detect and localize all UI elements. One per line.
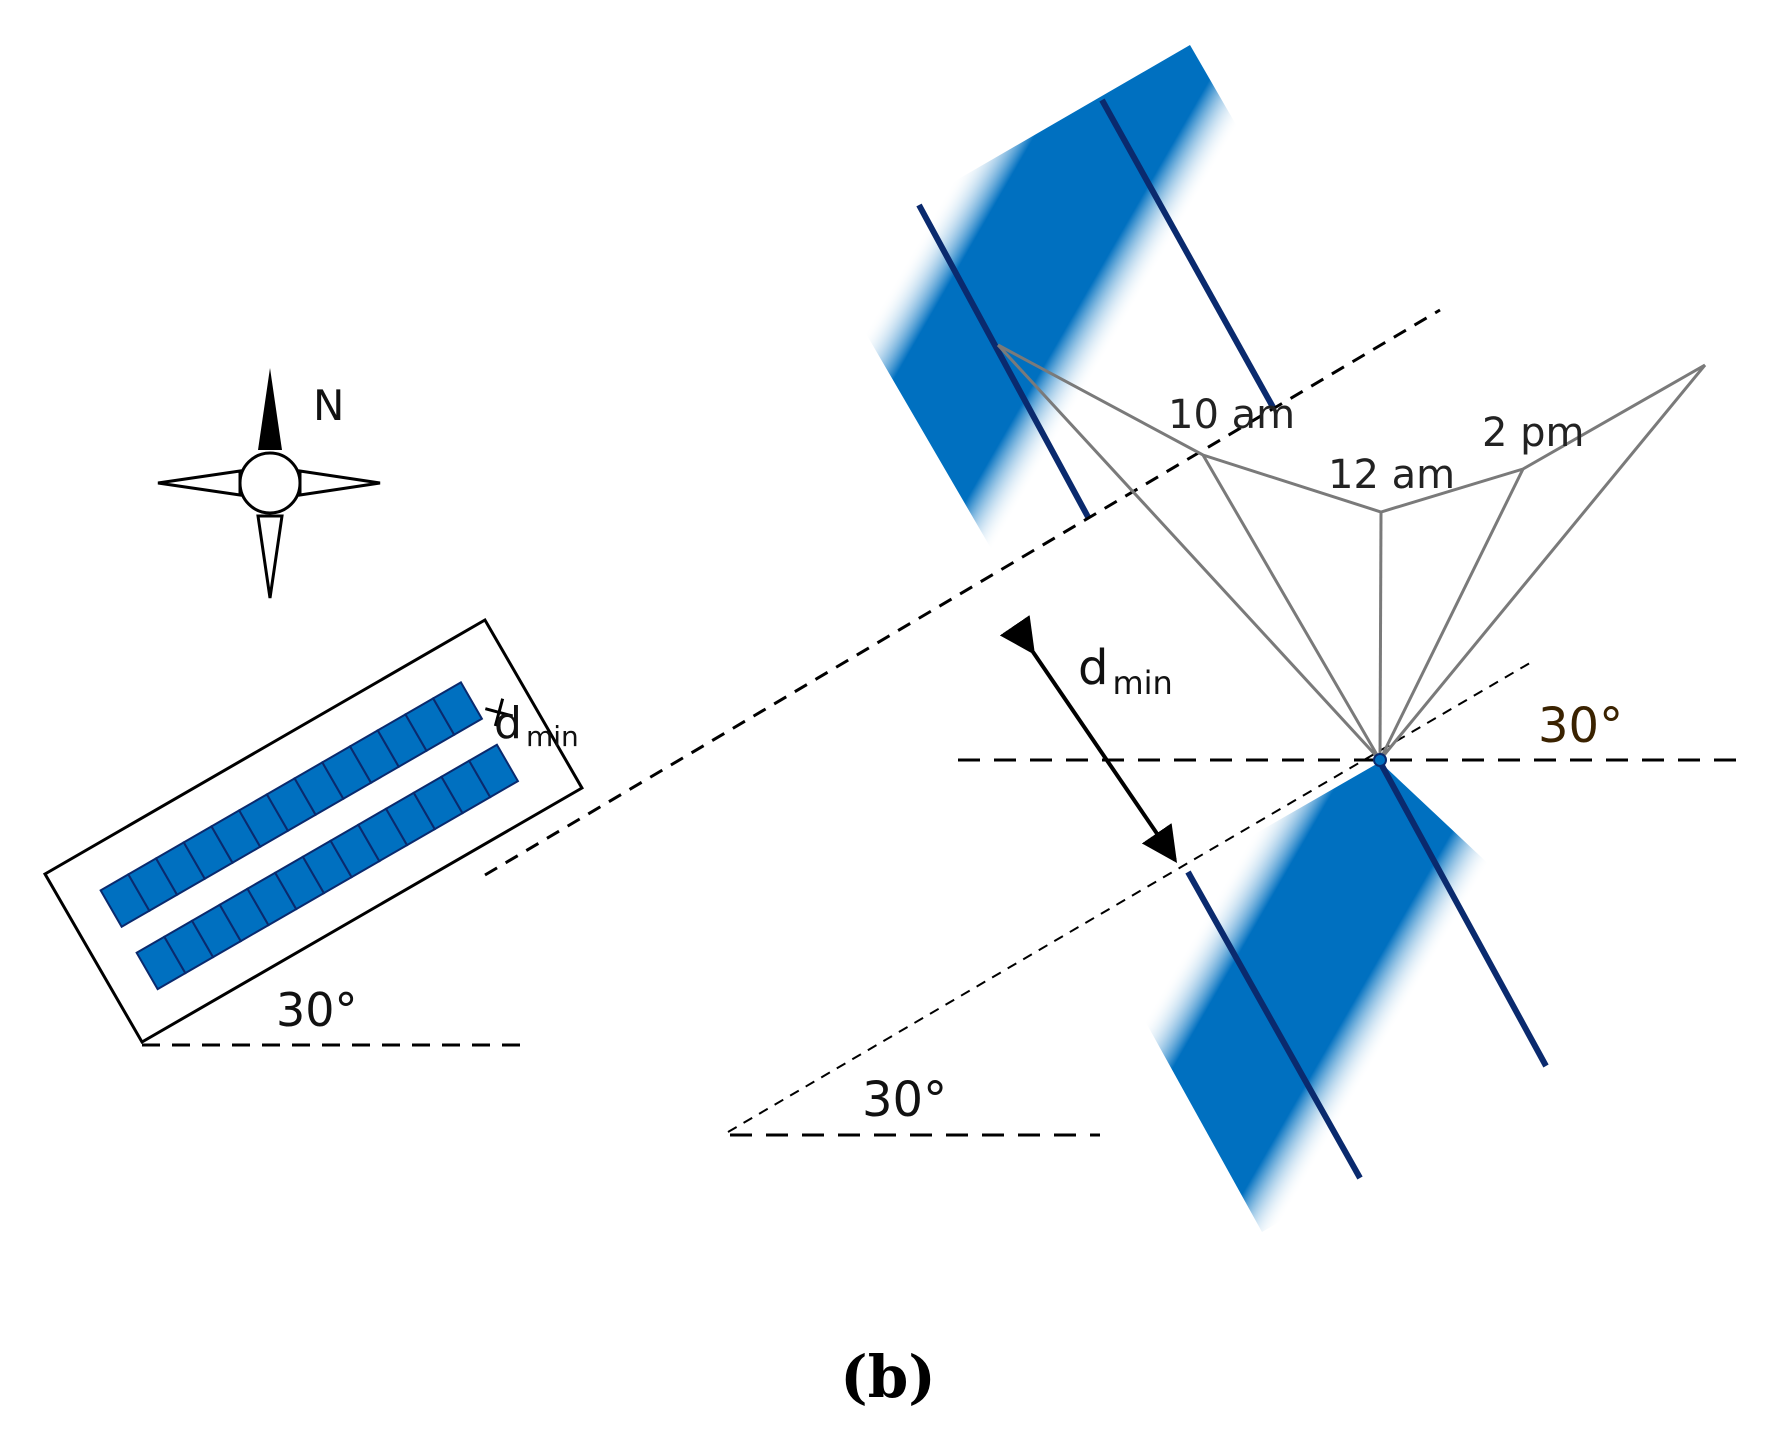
sun-rays bbox=[996, 343, 1707, 762]
panel-row-upper bbox=[99, 680, 484, 929]
lower-row-module bbox=[467, 743, 520, 799]
upper-panel-edge-right bbox=[1099, 98, 1277, 411]
lower-panel-edge-right bbox=[1377, 760, 1549, 1068]
plot-angle-label: 30° bbox=[276, 983, 358, 1037]
lower-angle-label: 30° bbox=[862, 1072, 947, 1128]
sun-ray-far-right bbox=[1378, 364, 1707, 761]
sun-path-outline bbox=[997, 343, 1706, 514]
lower-row-top-point bbox=[1373, 753, 1387, 767]
panel-row-lower bbox=[135, 743, 520, 991]
plot-boundary bbox=[42, 617, 584, 1045]
upper-angle-label: 30° bbox=[1538, 698, 1623, 754]
sun-ray-10am bbox=[1201, 454, 1382, 761]
compass-west-point bbox=[157, 469, 242, 497]
upper-panel-row bbox=[822, 45, 1395, 612]
upper-row-back-line bbox=[484, 308, 1441, 877]
lower-panel-edge-left bbox=[1185, 870, 1363, 1180]
row-gap-marker-b bbox=[484, 707, 514, 718]
sun-time-10am: 10 am bbox=[1168, 392, 1295, 438]
compass-center bbox=[238, 451, 302, 515]
sun-ray-12am bbox=[1378, 511, 1383, 761]
compass-south-point bbox=[256, 514, 284, 599]
sun-time-12am: 12 am bbox=[1328, 452, 1455, 498]
sun-ray-2pm bbox=[1378, 468, 1525, 761]
compass-east-point bbox=[298, 469, 381, 497]
row-distance-arrow bbox=[999, 615, 1178, 863]
upper-row-module bbox=[431, 680, 484, 737]
compass: N bbox=[157, 368, 381, 599]
compass-north-label: N bbox=[313, 381, 344, 430]
sun-ray-far-left bbox=[996, 343, 1382, 762]
lower-row-front-line bbox=[727, 659, 1536, 1133]
upper-panel-edge-left bbox=[916, 203, 1091, 519]
figure-caption: (b) bbox=[840, 1343, 935, 1411]
compass-north-point bbox=[258, 368, 282, 450]
lower-panel-row bbox=[1093, 762, 1644, 1232]
sun-time-2pm: 2 pm bbox=[1482, 410, 1585, 456]
